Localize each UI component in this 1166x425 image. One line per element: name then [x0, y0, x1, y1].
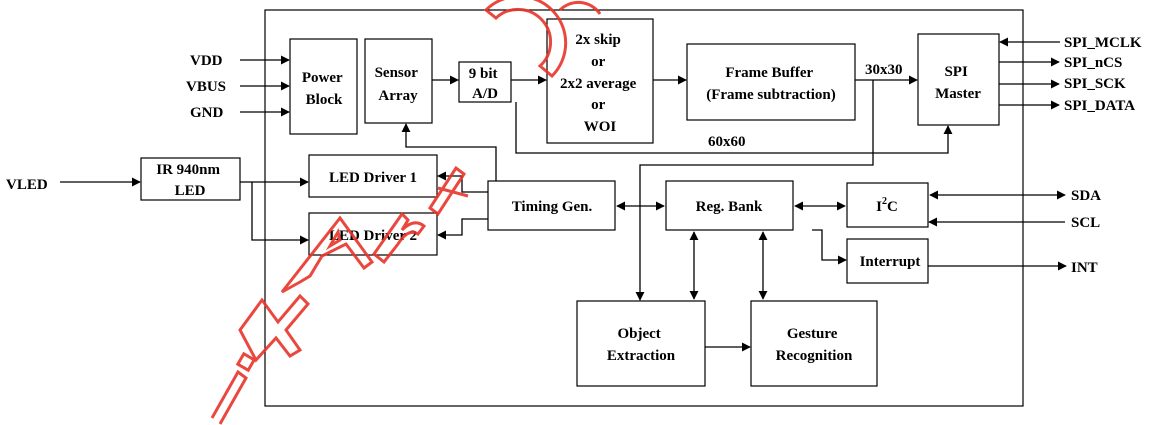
gesture-recognition-block [750, 300, 878, 387]
watermark-stroke-a [280, 215, 375, 294]
resolution-30x30-label: 30x30 [865, 62, 903, 78]
ir-led-label: IR 940nm LED [156, 162, 224, 199]
scl-label: SCL [1071, 215, 1100, 231]
spi-master-block [917, 33, 1000, 126]
watermark-stroke-x [238, 293, 311, 363]
watermark-stroke-c [483, 0, 568, 79]
led-driver-1-block [308, 154, 438, 198]
timing-to-sensor-arrow [401, 123, 497, 181]
spi-sck-label: SPI_SCK [1064, 76, 1126, 92]
vbus-label: VBUS [186, 79, 226, 95]
watermark-stroke-r [371, 211, 427, 265]
interrupt-label: Interrupt [860, 254, 921, 270]
ir-led-block [140, 157, 241, 201]
i2c-block [846, 182, 929, 228]
sensor-array-block [364, 38, 433, 124]
connections [60, 37, 1067, 352]
spi-mclk-label: SPI_MCLK [1064, 35, 1142, 51]
int-label: INT [1071, 260, 1098, 276]
frame-buffer-label: Frame Buffer (Frame subtraction) [706, 65, 836, 103]
frame-buffer-block [686, 43, 856, 121]
regbank-to-interrupt-arrow [812, 229, 847, 265]
spi-ncs-label: SPI_nCS [1064, 55, 1122, 71]
interrupt-block [846, 238, 929, 284]
watermark [210, 0, 602, 425]
sensor-array-label: Sensor Array [375, 65, 422, 104]
i2c-label: I2C [876, 196, 898, 215]
spi-data-label: SPI_DATA [1064, 98, 1135, 114]
watermark-stroke-t [427, 165, 469, 217]
power-block [289, 38, 358, 135]
gnd-label: GND [190, 105, 224, 121]
timing-gen-block [487, 180, 616, 231]
reg-bank-block [665, 180, 794, 231]
framebuffer-to-object-arrow [635, 80, 874, 301]
timing-to-driver2-arrow [437, 218, 488, 240]
adc-bypass-60x60-arrow [515, 102, 953, 154]
object-extraction-label: Object Extraction [607, 326, 676, 364]
watermark-stroke-i [210, 369, 248, 425]
gesture-recognition-label: Gesture Recognition [776, 326, 853, 364]
power-block-label: Power Block [302, 70, 346, 108]
led-driver-1-label: LED Driver 1 [329, 170, 417, 186]
watermark-stroke-i-dot [235, 351, 257, 373]
resolution-60x60-label: 60x60 [708, 134, 746, 150]
skip-average-woi-label: 2x skip or 2x2 average or WOI [560, 32, 640, 135]
watermark-stroke-o [558, 0, 602, 15]
timing-gen-label: Timing Gen. [512, 199, 593, 215]
adc-block [458, 61, 512, 103]
spi-master-label: SPI Master [935, 64, 981, 102]
adc-label: 9 bit A/D [469, 66, 502, 102]
reg-bank-label: Reg. Bank [696, 199, 763, 215]
object-extraction-block [576, 300, 706, 387]
vled-label: VLED [6, 177, 48, 193]
vdd-label: VDD [190, 53, 223, 69]
sda-label: SDA [1071, 188, 1101, 204]
led-to-driver2-arrow [251, 182, 309, 245]
